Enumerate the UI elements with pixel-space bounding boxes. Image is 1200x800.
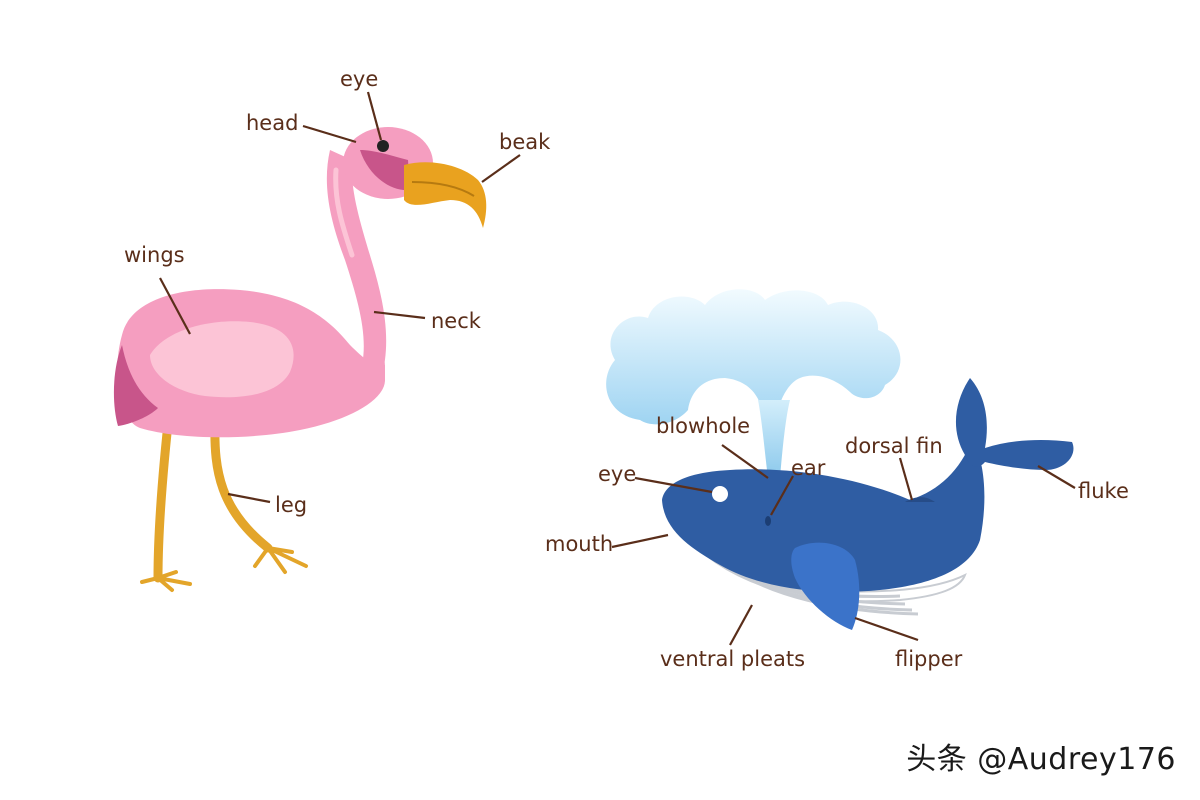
watermark: 头条 @Audrey176 [906,742,1176,777]
label-flamingo-beak: beak [499,130,551,154]
label-whale-dorsal-fin: dorsal fin [845,434,943,458]
label-whale-ventral-pleats: ventral pleats [660,647,805,671]
label-whale-ear: ear [791,456,826,480]
whale-dorsal-fin [905,497,935,502]
label-flamingo-leg: leg [275,493,307,517]
flamingo-tail [113,345,158,426]
label-whale-eye: eye [598,462,636,486]
whale-eye [712,486,728,502]
whale-ear [765,516,771,526]
flamingo-eye [377,140,389,152]
whale-body [662,440,985,592]
label-flamingo-eye: eye [340,67,378,91]
flamingo-leaders [159,91,521,504]
flamingo-beak [404,162,487,228]
label-whale-blowhole: blowhole [656,414,750,438]
whale-leaders [611,444,1076,646]
water-spout-cloud [606,289,901,425]
label-whale-mouth: mouth [545,532,613,556]
label-flamingo-head: head [246,111,298,135]
label-whale-flipper: flipper [895,647,963,671]
whale-flipper [791,542,860,630]
label-flamingo-neck: neck [431,309,482,333]
whale [606,289,1074,630]
water-spout-stream [758,400,790,478]
whale-fluke [955,378,1074,470]
flamingo [113,127,487,592]
flamingo-neck [326,150,387,382]
label-flamingo-wings: wings [124,243,185,267]
flamingo-wing [150,321,294,398]
label-whale-fluke: fluke [1078,479,1129,503]
